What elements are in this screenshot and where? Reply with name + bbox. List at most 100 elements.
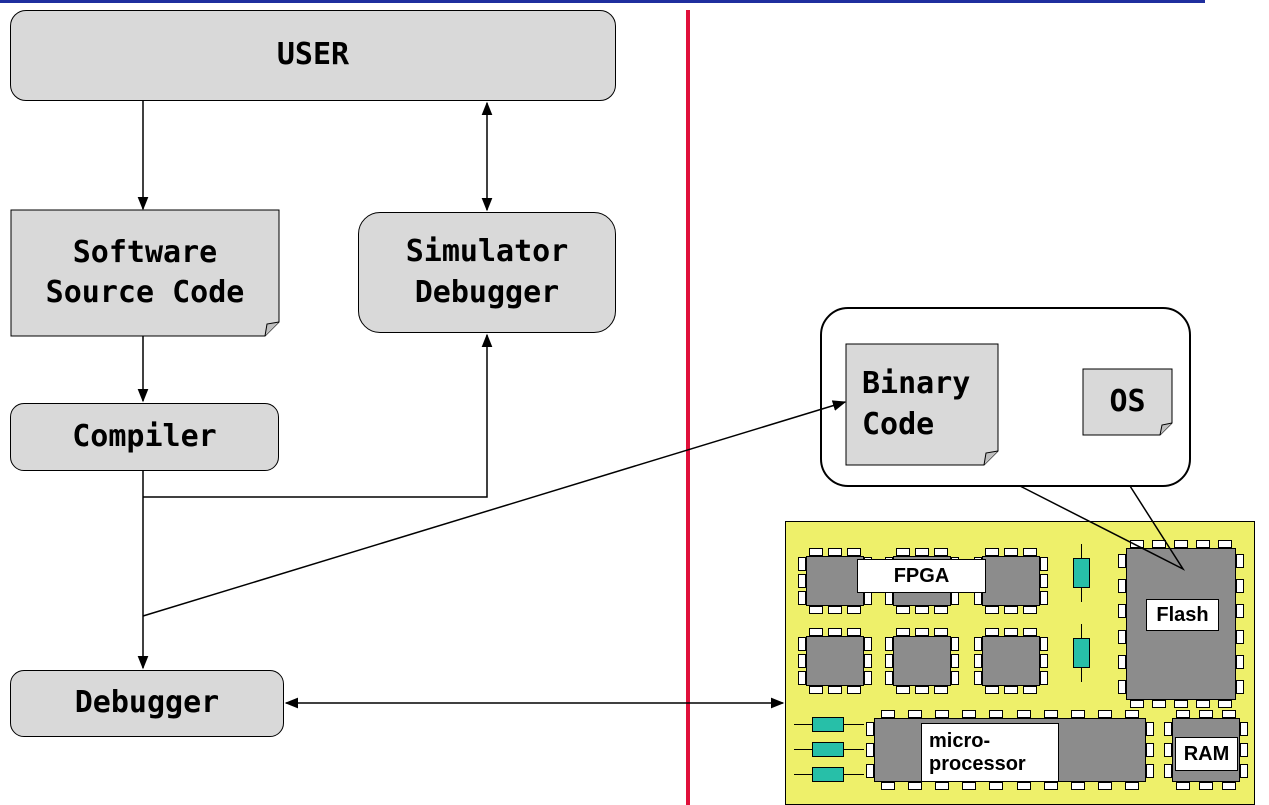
source-code-doc: Software Source Code <box>10 209 280 337</box>
fpga-chip-1 <box>806 556 864 606</box>
microprocessor-label: micro- processor <box>921 723 1059 782</box>
user-label: USER <box>276 37 350 73</box>
binary-code-doc: Binary Code <box>845 343 999 466</box>
chip-pin <box>880 710 895 718</box>
chip-pin <box>1023 686 1038 694</box>
chip-pin <box>847 686 862 694</box>
chip-pin <box>1040 637 1048 652</box>
chip-pin <box>866 764 874 779</box>
chip-pin <box>798 574 806 588</box>
fpga-label: FPGA <box>857 559 986 593</box>
arrow-compiler-to-simulator <box>143 333 493 498</box>
chip-pin <box>974 670 982 685</box>
user-box: USER <box>10 10 616 101</box>
chip-pin <box>1236 629 1244 644</box>
chip-pin <box>864 670 872 685</box>
chip-pin <box>866 721 874 736</box>
chip-pin <box>828 628 842 636</box>
chip-pin <box>885 670 893 685</box>
chip-pin <box>895 606 910 614</box>
chip-pin <box>1043 710 1058 718</box>
chip-pin <box>934 548 949 556</box>
chip-pin <box>1130 700 1144 708</box>
chip-pin <box>974 654 982 668</box>
chip-pin <box>1040 590 1048 605</box>
source-code-label: Software Source Code <box>45 234 245 311</box>
chip-pin <box>808 548 823 556</box>
chip-pin <box>1152 540 1166 548</box>
chip-pin <box>984 686 999 694</box>
chip-pin <box>974 637 982 652</box>
chip-pin <box>934 686 949 694</box>
chip-pin <box>1152 700 1166 708</box>
chip-pin <box>1240 764 1248 779</box>
chip-pin <box>1174 700 1188 708</box>
flash-label: Flash <box>1146 599 1219 631</box>
chip-pin <box>1004 686 1018 694</box>
chip-pin <box>1023 606 1038 614</box>
chip-pin <box>808 628 823 636</box>
chip-pin <box>1236 553 1244 568</box>
chip-pin <box>1040 557 1048 572</box>
chip-pin <box>1125 782 1140 790</box>
chip-pin <box>1071 782 1085 790</box>
chip-pin <box>1040 670 1048 685</box>
chip-pin <box>1218 540 1232 548</box>
chip-pin <box>907 710 922 718</box>
chip-pin <box>951 637 959 652</box>
chip-pin <box>1040 654 1048 668</box>
chip-pin <box>798 670 806 685</box>
chip-pin <box>828 548 842 556</box>
chip-pin <box>1118 579 1126 593</box>
os-doc: OS <box>1082 368 1173 436</box>
chip-pin <box>798 637 806 652</box>
chip-pin <box>989 710 1004 718</box>
chip-pin <box>951 654 959 668</box>
chip-pin <box>1118 680 1126 695</box>
chip-pin <box>1174 540 1188 548</box>
chip-pin <box>828 686 842 694</box>
chip-pin <box>1130 540 1144 548</box>
chip-pin <box>935 710 949 718</box>
chip-pin <box>984 548 999 556</box>
resistor-h3 <box>812 767 844 782</box>
compiler-box: Compiler <box>10 403 279 471</box>
chip-pin <box>808 686 823 694</box>
chip-pin <box>798 590 806 605</box>
chip-pin <box>1098 710 1113 718</box>
chip-pin <box>915 606 929 614</box>
chip-pin <box>895 686 910 694</box>
chip-pin <box>1236 655 1244 669</box>
debugger-label: Debugger <box>74 685 220 721</box>
chip-pin <box>1071 710 1085 718</box>
chip-pin <box>1125 710 1140 718</box>
chip-pin <box>1023 628 1038 636</box>
chip-pin <box>1236 680 1244 695</box>
chip-pin <box>935 782 949 790</box>
resistor-v1 <box>1073 558 1090 588</box>
simulator-debugger-label: Simulator Debugger <box>405 234 569 310</box>
arrow-to-binary-code <box>142 400 847 617</box>
chip-6 <box>982 636 1040 686</box>
compiler-label: Compiler <box>72 418 217 454</box>
chip-pin <box>1176 782 1191 790</box>
chip-pin <box>962 782 977 790</box>
debugger-box: Debugger <box>10 670 284 737</box>
chip-5 <box>893 636 951 686</box>
chip-pin <box>1146 721 1154 736</box>
chip-pin <box>1043 782 1058 790</box>
chip-pin <box>1164 743 1172 757</box>
fpga-chip-3 <box>982 556 1040 606</box>
chip-pin <box>798 557 806 572</box>
chip-pin <box>1164 721 1172 736</box>
chip-pin <box>1199 710 1213 718</box>
chip-pin <box>1118 655 1126 669</box>
resistor-v2 <box>1073 638 1090 668</box>
chip-pin <box>989 782 1004 790</box>
chip-pin <box>864 637 872 652</box>
chip-pin <box>895 548 910 556</box>
chip-pin <box>984 628 999 636</box>
resistor-h1 <box>812 717 844 732</box>
chip-pin <box>1040 574 1048 588</box>
